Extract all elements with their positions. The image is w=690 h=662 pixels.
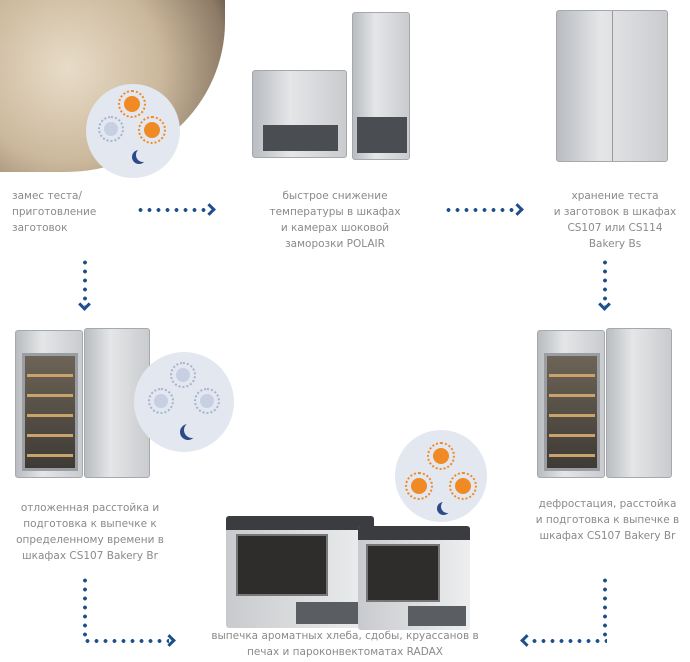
arrow-down-left xyxy=(83,258,87,306)
arrow-down-right xyxy=(603,258,607,306)
arrow-right-2 xyxy=(444,208,516,212)
defrost-cabinet-solid xyxy=(606,328,672,478)
sun-icon xyxy=(449,472,477,500)
oven-small xyxy=(358,526,470,630)
snowflake-sun-icon xyxy=(170,362,196,388)
day-night-icon xyxy=(86,84,180,178)
sun-icon xyxy=(98,116,124,142)
sun-icon xyxy=(405,472,433,500)
arrow-down-bottom-left xyxy=(83,576,87,640)
chevron-down-icon xyxy=(78,298,91,311)
step-kneading: замес теста/ приготовление заготовок xyxy=(12,190,97,234)
arrow-right-1 xyxy=(136,208,208,212)
blast-chiller-small xyxy=(252,70,347,158)
storage-cabinet xyxy=(556,10,668,162)
arrow-down-bottom-right xyxy=(603,576,607,640)
oven-large xyxy=(226,516,374,628)
step-baking: выпечка ароматных хлеба, сдобы, круассан… xyxy=(211,630,479,658)
step-storage: хранение теста и заготовок в шкафах CS10… xyxy=(553,190,677,250)
defrost-cabinet-glass xyxy=(537,330,605,478)
chevron-right-icon xyxy=(163,634,176,647)
night-icon xyxy=(134,352,234,452)
step-blast-chilling: быстрое снижение температуры в шкафах и … xyxy=(269,190,401,250)
arrow-right-bottom xyxy=(83,639,169,643)
chevron-right-icon xyxy=(511,203,524,216)
step-delayed-proofing: отложенная расстойка и подготовка к выпе… xyxy=(16,502,164,562)
proofing-cabinet-glass xyxy=(15,330,83,478)
step-defrosting: дефростация, расстойка и подготовка к вы… xyxy=(535,498,680,542)
arrow-left-bottom xyxy=(530,639,607,643)
sun-icon xyxy=(118,90,146,118)
sun-icon xyxy=(427,442,455,470)
snowflake-sun-icon xyxy=(194,388,220,414)
day-night-icon xyxy=(395,430,487,522)
blast-chiller-tall xyxy=(352,12,410,160)
chevron-left-icon xyxy=(520,634,533,647)
snowflake-sun-icon xyxy=(148,388,174,414)
sun-icon xyxy=(138,116,166,144)
moon-icon xyxy=(184,422,200,438)
chevron-right-icon xyxy=(203,203,216,216)
moon-icon xyxy=(441,500,454,513)
moon-icon xyxy=(136,148,150,162)
chevron-down-icon xyxy=(598,298,611,311)
